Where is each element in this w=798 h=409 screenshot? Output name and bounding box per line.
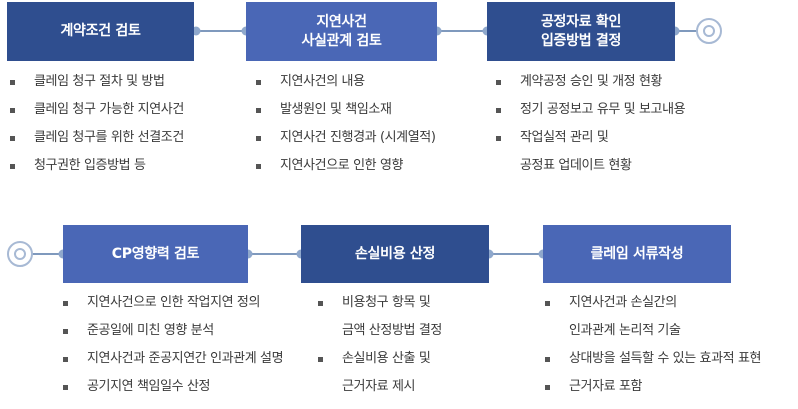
- list-item: 클레임 청구 절차 및 방법: [10, 74, 184, 102]
- bullet-icon: [256, 164, 261, 169]
- list-item: 지연사건 진행경과 (시계열적): [256, 130, 436, 158]
- bullet-icon: [496, 108, 501, 113]
- bullet-icon: [63, 301, 68, 306]
- step-box-claim-docs: 클레임 서류작성: [543, 225, 731, 283]
- step-box-contract-review: 계약조건 검토: [7, 2, 194, 61]
- list-item: 지연사건과 준공지연간 인과관계 설명: [63, 351, 284, 379]
- list-item: 인과관계 논리적 기술: [569, 323, 681, 338]
- bullet-icon: [496, 80, 501, 85]
- list-item: 근거자료 제시: [342, 379, 416, 394]
- bullet-icon: [318, 357, 323, 362]
- bullet-icon: [63, 385, 68, 390]
- bullet-icon: [545, 385, 550, 390]
- connector-line: [20, 253, 64, 255]
- step-box-label: CP영향력 검토: [111, 245, 200, 262]
- list-item: 손실비용 산출 및: [318, 351, 442, 379]
- step-box-label: 계약조건 검토: [60, 23, 141, 39]
- connector-dot: [670, 26, 680, 36]
- list-item: 작업실적 관리 및: [496, 130, 685, 158]
- bullet-icon: [256, 108, 261, 113]
- bullet-icon: [545, 357, 550, 362]
- bullet-icon: [256, 80, 261, 85]
- step-box-label: 지연사건: [316, 13, 367, 30]
- bullet-icon: [10, 164, 15, 169]
- bullet-list: 계약공정 승인 및 개정 현황 정기 공정보고 유무 및 보고내용 작업실적 관…: [496, 74, 686, 186]
- step-box-fact-review: 지연사건 사실관계 검토: [246, 2, 437, 61]
- bullet-icon: [10, 136, 15, 141]
- bullet-list: 지연사건의 내용 발생원인 및 책임소재 지연사건 진행경과 (시계열적) 지연…: [256, 74, 436, 186]
- step-box-label: 입증방법 결정: [540, 32, 622, 49]
- bullet-list: 비용청구 항목 및 금액 산정방법 결정 손실비용 산출 및 근거자료 제시: [318, 295, 442, 407]
- connector-dot: [432, 26, 442, 36]
- list-item: 지연사건의 내용: [256, 74, 436, 102]
- connector-line: [192, 30, 250, 32]
- bullet-icon: [256, 136, 261, 141]
- connector-line: [434, 30, 490, 32]
- connector-dot: [191, 26, 201, 36]
- connector-line: [486, 253, 546, 255]
- list-item: 금액 산정방법 결정: [342, 323, 442, 338]
- list-item: 근거자료 포함: [545, 379, 761, 407]
- list-item: 발생원인 및 책임소재: [256, 102, 436, 130]
- bullet-icon: [496, 136, 501, 141]
- list-item: 클레임 청구를 위한 선결조건: [10, 130, 184, 158]
- list-item: 공기지연 책임일수 산정: [63, 379, 283, 407]
- bullet-list: 지연사건으로 인한 작업지연 정의 준공일에 미친 영향 분석 지연사건과 준공…: [63, 295, 284, 407]
- bullet-list: 지연사건과 손실간의 인과관계 논리적 기술 상대방을 설득할 수 있는 효과적…: [545, 295, 761, 407]
- connector-line: [244, 253, 304, 255]
- step-box-label: 클레임 서류작성: [590, 245, 684, 262]
- bullet-icon: [10, 108, 15, 113]
- bullet-icon: [63, 329, 68, 334]
- connector-dot: [243, 249, 253, 259]
- step-box-label: 손실비용 산정: [354, 245, 436, 262]
- bullet-icon: [10, 80, 15, 85]
- connector-dot: [484, 249, 494, 259]
- list-item: 클레임 청구 가능한 지연사건: [10, 102, 184, 130]
- list-item: 정기 공정보고 유무 및 보고내용: [496, 102, 686, 130]
- bullet-icon: [63, 357, 68, 362]
- list-item: 상대방을 설득할 수 있는 효과적 표현: [545, 351, 761, 379]
- list-item: 비용청구 항목 및: [318, 295, 442, 323]
- list-item: 청구권한 입증방법 등: [10, 158, 184, 186]
- step-box-label: 사실관계 검토: [301, 32, 382, 49]
- bullet-list: 클레임 청구 절차 및 방법 클레임 청구 가능한 지연사건 클레임 청구를 위…: [10, 74, 184, 186]
- step-box-label: 공정자료 확인: [540, 13, 622, 30]
- bullet-icon: [545, 301, 550, 306]
- step-box-cp-impact: CP영향력 검토: [63, 225, 248, 283]
- list-item: 지연사건으로 인한 영향: [256, 158, 436, 186]
- list-item: 지연사건으로 인한 작업지연 정의: [63, 295, 283, 323]
- bullet-icon: [318, 301, 323, 306]
- list-item: 계약공정 승인 및 개정 현황: [496, 74, 685, 102]
- end-target-icon: [696, 18, 722, 44]
- list-item: 지연사건과 손실간의: [545, 295, 761, 323]
- step-box-loss-cost: 손실비용 산정: [301, 225, 489, 283]
- step-box-schedule-data: 공정자료 확인 입증방법 결정: [487, 2, 675, 61]
- start-target-icon: [7, 241, 33, 267]
- list-item: 공정표 업데이트 현황: [520, 158, 632, 173]
- list-item: 준공일에 미친 영향 분석: [63, 323, 283, 351]
- connector-line: [672, 30, 712, 32]
